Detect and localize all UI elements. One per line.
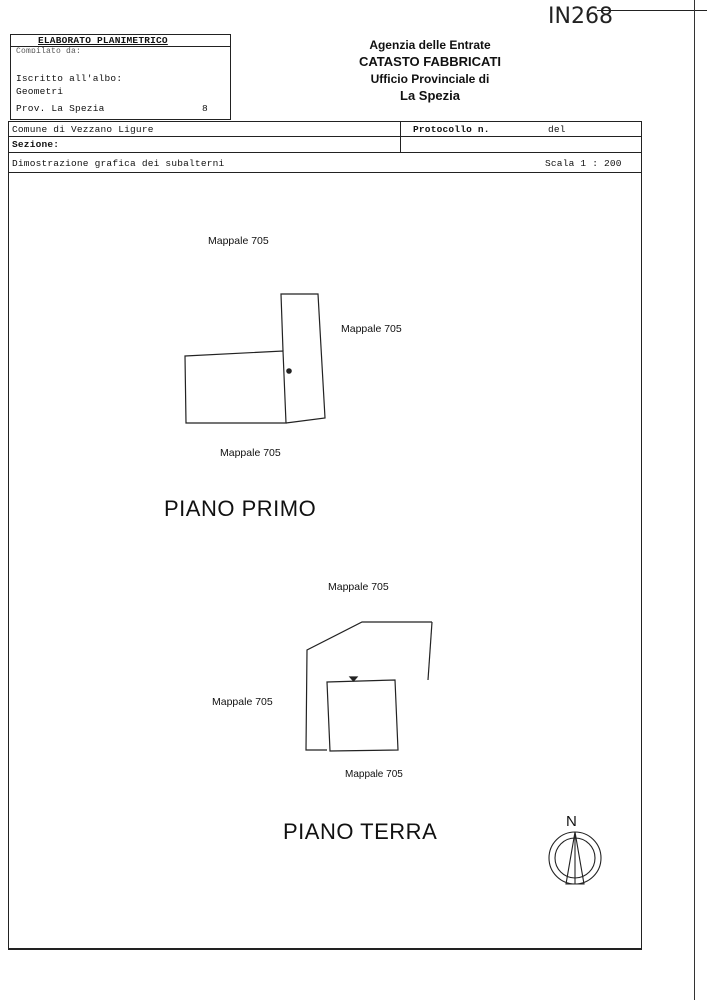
primo-label-top: Mappale 705	[208, 235, 269, 247]
agency-name: Agenzia delle Entrate	[369, 38, 491, 52]
iscritto-value: Geometri	[16, 86, 64, 97]
handwritten-reference: IN268	[548, 4, 613, 29]
frame-right	[641, 121, 642, 949]
dimostrazione-label: Dimostrazione grafica dei subalterni	[12, 158, 225, 169]
iscritto-label: Iscritto all'albo:	[16, 73, 123, 84]
header-left-box	[10, 34, 231, 120]
terra-label-left: Mappale 705	[212, 696, 273, 708]
right-scan-edge	[694, 0, 695, 1000]
north-arrow	[548, 831, 602, 885]
info-row3-rule	[8, 172, 642, 173]
comune-label: Comune di Vezzano Ligure	[12, 124, 154, 135]
agency-office: Ufficio Provinciale di	[370, 72, 490, 86]
compilato-label: Compilato da:	[16, 47, 82, 53]
frame-left	[8, 121, 9, 949]
del-label: del	[548, 124, 566, 135]
info-row2-rule	[8, 152, 642, 153]
piano-terra-title: PIANO TERRA	[283, 819, 438, 844]
piano-terra-outline	[305, 621, 433, 752]
piano-primo-outline	[184, 293, 326, 424]
primo-label-bottom: Mappale 705	[220, 447, 281, 459]
protocollo-divider	[400, 121, 401, 152]
protocollo-label: Protocollo n.	[413, 124, 490, 135]
terra-outer-outline	[305, 621, 432, 751]
primo-main-room	[184, 350, 287, 424]
header-box-title: ELABORATO PLANIMETRICO	[38, 35, 168, 46]
terra-marker	[348, 676, 359, 682]
terra-label-top: Mappale 705	[328, 581, 389, 593]
north-arrow-head	[565, 831, 585, 885]
piano-primo-title: PIANO PRIMO	[164, 496, 317, 521]
info-top-rule	[8, 121, 642, 122]
north-letter: N	[566, 813, 577, 830]
terra-main-room	[326, 679, 399, 752]
top-border-line	[597, 10, 707, 11]
agency-city: La Spezia	[400, 88, 460, 103]
prov-label: Prov. La Spezia	[16, 103, 105, 114]
terra-label-bottom: Mappale 705	[345, 769, 403, 780]
prov-number: 8	[202, 103, 208, 114]
sezione-label: Sezione:	[12, 139, 60, 150]
header-title-underline	[10, 46, 230, 47]
terra-right-edge	[427, 621, 433, 681]
primo-label-right: Mappale 705	[341, 323, 402, 335]
info-row1-rule	[8, 136, 642, 137]
primo-side-wing	[280, 293, 326, 424]
agency-catasto: CATASTO FABBRICATI	[358, 54, 502, 69]
primo-marker	[286, 368, 292, 374]
frame-bottom	[8, 948, 642, 950]
scale-label: Scala 1 : 200	[545, 158, 622, 169]
